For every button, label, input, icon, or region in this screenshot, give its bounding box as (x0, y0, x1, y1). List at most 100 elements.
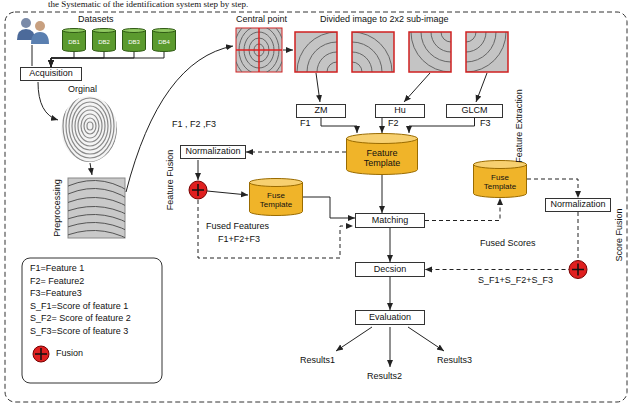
connector (425, 198, 500, 221)
node-text: Hu (394, 106, 406, 116)
fusion-symbol (569, 261, 587, 279)
node-text: DB2 (98, 39, 110, 46)
frame-border (5, 12, 627, 402)
sub-images (295, 0, 508, 112)
node-text: DB1 (68, 39, 80, 46)
connector (51, 52, 104, 67)
fusion-arrow (207, 191, 248, 195)
image-label: Divided image to 2x2 sub-image (320, 15, 449, 25)
fusion-label: Fused Scores (480, 239, 536, 249)
stage-label: Score Fusion (615, 208, 625, 261)
node-text: Normalization (185, 147, 240, 157)
connector (390, 277, 391, 310)
flow-arrow (38, 82, 58, 120)
connector (409, 118, 475, 133)
fusion-plus (35, 348, 47, 360)
node-text: DB3 (128, 39, 140, 46)
flow-arrow (90, 163, 92, 175)
process-box: Decsion (355, 262, 425, 277)
feature-label: F1 (300, 119, 311, 129)
node-text: Acquisition (29, 69, 73, 79)
fusion-circle (33, 346, 49, 362)
connector (303, 197, 355, 218)
group-label: Datasets (78, 15, 114, 25)
connector (246, 152, 346, 153)
node-text: Evaluation (369, 313, 411, 323)
fingerprint-preprocessed (60, 178, 130, 248)
process-box: Normalization (545, 198, 611, 212)
result-label: Results2 (367, 372, 402, 382)
database-cylinder: DB3 (122, 28, 146, 52)
database-cylinder: DB4 (152, 28, 176, 52)
cylinder-top (347, 134, 418, 144)
feature-arrows (316, 73, 487, 102)
result-arrows (336, 327, 444, 367)
cylinder-body (123, 30, 146, 52)
fusion-label: Fused Features (206, 222, 269, 232)
node-text: Fuse Template (253, 192, 299, 210)
process-box: Evaluation (355, 310, 425, 325)
template-cylinder: Fuse Template (473, 160, 527, 198)
legend-note: S_F1=Score of feature 1 (30, 302, 128, 312)
connector (51, 52, 74, 67)
caption: the Systematic of the identification sys… (48, 0, 248, 10)
flow-arrow (126, 46, 233, 192)
flow-arrow (283, 50, 293, 51)
feature-label: F1 , F2 ,F3 (172, 120, 216, 130)
legend-note: F2= Feature2 (30, 277, 84, 287)
feature-label: F2 (388, 119, 399, 129)
person-icons (17, 18, 49, 44)
connector (382, 175, 383, 213)
node-text: Decsion (374, 265, 407, 275)
connector (51, 52, 164, 67)
connector (382, 118, 383, 133)
process-box: Hu (375, 104, 425, 118)
cylinder-body (474, 164, 527, 198)
cylinder-body (153, 30, 176, 52)
result-label: Results3 (437, 356, 472, 366)
acquisition-line (32, 45, 33, 66)
legend-note: F3=Feature3 (30, 289, 82, 299)
fingerprint-original (61, 90, 117, 162)
connector (390, 228, 391, 262)
process-box: Acquisition (20, 67, 82, 81)
cylinder-top (153, 29, 176, 33)
legend-text: Fusion (56, 349, 83, 359)
node-text: Feature Template (350, 149, 414, 169)
process-box: GLCM (446, 104, 503, 118)
connector (425, 212, 578, 270)
process-box: Normalization (180, 145, 246, 159)
legend-box (22, 258, 162, 383)
result-label: Results1 (300, 356, 335, 366)
fusion-label: S_F1+S_F2+S_F3 (478, 276, 553, 286)
feature-label: F3 (480, 119, 491, 129)
fusion-arrow (198, 160, 199, 180)
cylinder-body (250, 182, 303, 216)
cylinder-body (63, 30, 86, 52)
node-text: GLCM (461, 106, 487, 116)
legend-note: S_F3=Score of feature 3 (30, 327, 128, 337)
image-label: Orginal (68, 85, 97, 95)
fusion-label: F1+F2+F3 (218, 235, 260, 245)
cylinder-body (93, 30, 116, 52)
cylinder-top (93, 29, 116, 33)
node-text: Matching (372, 216, 409, 226)
legend-note: S_F2= Score of feature 2 (30, 314, 131, 324)
stage-label: Preprocessing (53, 179, 63, 237)
cylinder-top (250, 179, 303, 187)
central-point-image (234, 20, 284, 80)
node-text: DB4 (158, 39, 170, 46)
fusion-symbol (189, 181, 207, 199)
node-text: ZM (315, 106, 328, 116)
image-label: Central point (236, 15, 287, 25)
process-box: ZM (296, 104, 346, 118)
connector (321, 118, 357, 133)
connector (51, 52, 134, 67)
database-cylinder: DB1 (62, 28, 86, 52)
cylinder-top (63, 29, 86, 33)
node-text: Normalization (550, 200, 605, 210)
fusion-swatch (32, 345, 50, 363)
